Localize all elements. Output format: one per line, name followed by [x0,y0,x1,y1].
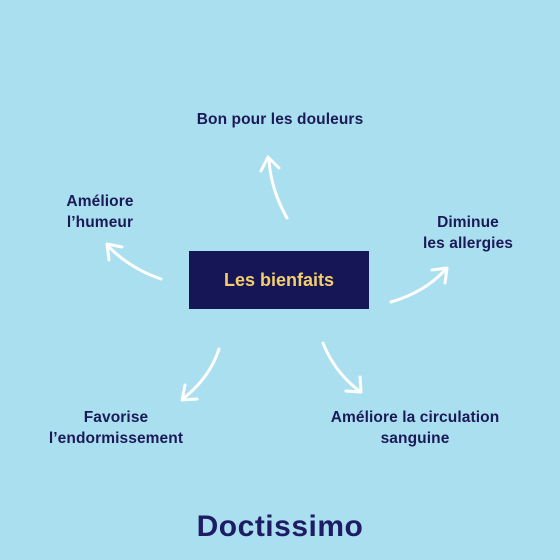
benefit-allergies-line1: Diminue [437,214,499,231]
benefit-circulation: Améliore la circulation sanguine [305,407,525,449]
arrow-to-humeur [107,245,163,281]
benefit-circulation-line2: sanguine [380,430,450,447]
arrowhead-douleurs [259,155,281,173]
benefit-humeur-line2: l’humeur [66,214,134,231]
arrowhead-endormissement [180,383,199,402]
benefit-endormissement-line2: l’endormissement [48,430,184,447]
benefit-circulation-line1: Améliore la circulation [330,409,500,426]
benefit-douleurs: Bon pour les douleurs [180,109,380,130]
arrowhead-circulation [344,375,363,394]
benefit-allergies: Diminue les allergies [403,212,533,254]
arrow-to-endormissement [182,347,221,400]
benefit-douleurs-line1: Bon pour les douleurs [196,111,364,128]
benefit-allergies-line2: les allergies [422,235,514,252]
brand-name: Doctissimo [196,510,364,543]
arrow-to-douleurs [267,158,289,220]
arrowhead-allergies [430,266,449,285]
benefit-humeur: Améliore l’humeur [40,191,160,233]
arrowhead-humeur [105,242,124,262]
benefit-endormissement: Favorise l’endormissement [36,407,196,449]
center-box: Les bienfaits [189,251,369,309]
benefit-endormissement-line1: Favorise [83,409,149,426]
center-label: Les bienfaits [223,269,335,290]
benefit-humeur-line1: Améliore [66,193,134,210]
arrow-to-circulation [321,341,360,392]
brand-logo: Doctissimo [0,510,560,544]
arrow-to-allergies [389,268,447,304]
